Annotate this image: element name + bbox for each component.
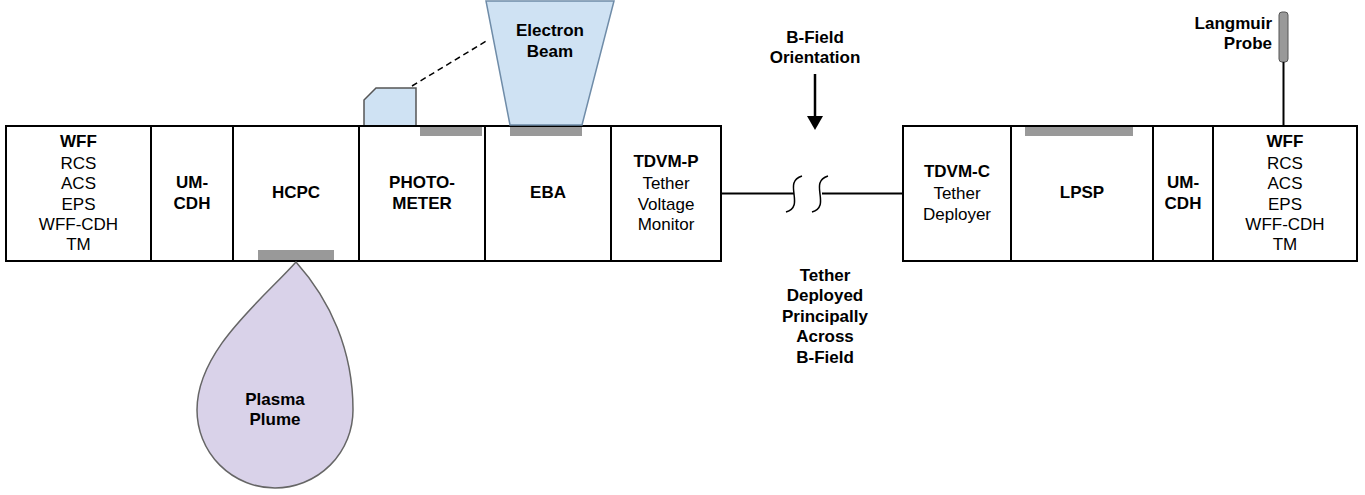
b-field-arrow-shaft <box>814 74 817 118</box>
field-label: B-Field Orientation <box>755 28 875 69</box>
node-title: LPSP <box>1060 183 1104 203</box>
electron-beam-shape <box>486 1 614 125</box>
plasma-plume: Plasma Plume <box>190 255 360 495</box>
node-title: TDVM-P <box>633 152 698 172</box>
tether-break-gap <box>794 186 822 202</box>
subsystem-box: WFFRCS ACS EPS WFF-CDH TM <box>1212 125 1358 262</box>
subsystem-box: UM-CDH <box>150 125 234 262</box>
subsystem-box: WFFRCS ACS EPS WFF-CDH TM <box>5 125 152 262</box>
node-title: EBA <box>530 183 566 203</box>
plasma-plume-outline <box>190 255 360 495</box>
node-title: PHOTO-METER <box>389 173 455 213</box>
node-body: Tether Deployer <box>908 184 1006 224</box>
node-title: UM-CDH <box>1165 173 1202 213</box>
langmuir-probe-boom <box>1283 62 1285 125</box>
node-body: Tether Voltage Monitor <box>616 174 716 234</box>
subsystem-box: LPSP <box>1010 125 1154 262</box>
photometer-sightline <box>412 40 488 86</box>
electron-beam-outline <box>484 0 616 125</box>
langmuir-probe-rod <box>1279 12 1288 62</box>
node-body: RCS ACS EPS WFF-CDH TM <box>1218 154 1352 254</box>
plasma-plume-shape <box>197 262 353 488</box>
node-title: Electron Beam <box>502 21 598 61</box>
node-title: Plasma Plume <box>210 390 340 430</box>
subsystem-box: PHOTO-METER <box>358 125 486 262</box>
b-field-arrow-head <box>807 116 823 130</box>
tether-break-mark <box>786 176 802 212</box>
node-title: HCPC <box>272 183 320 203</box>
subsystem-box: TDVM-CTether Deployer <box>902 125 1012 262</box>
node-title: WFF <box>1267 132 1304 152</box>
tether-break-mark <box>812 176 828 212</box>
subsystem-box: EBA <box>484 125 612 262</box>
node-body: RCS ACS EPS WFF-CDH TM <box>11 154 146 254</box>
tether-note: Tether Deployed Principally Across B-Fie… <box>760 266 890 368</box>
subsystem-box: UM-CDH <box>1152 125 1214 262</box>
photometer-icon <box>364 88 416 126</box>
node-title: WFF <box>60 132 97 152</box>
probe-label: Langmuir Probe <box>1170 14 1272 55</box>
subsystem-box: HCPC <box>232 125 360 262</box>
subsystem-box: TDVM-PTether Voltage Monitor <box>610 125 722 262</box>
electron-beam: Electron Beam <box>484 0 616 125</box>
node-title: UM-CDH <box>174 173 211 213</box>
node-title: TDVM-C <box>924 162 990 182</box>
